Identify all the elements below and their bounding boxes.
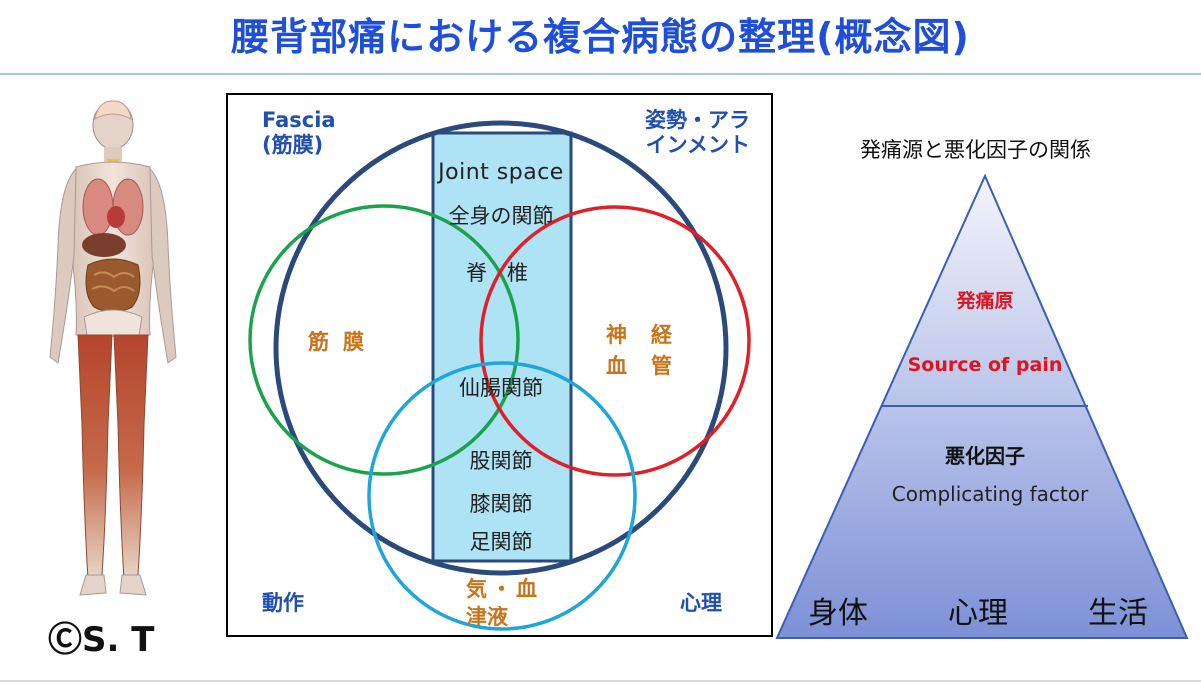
base-label-body: 身体: [808, 596, 868, 631]
joint-column: [431, 131, 573, 563]
posture-label-line2: インメント: [645, 133, 750, 157]
venn-diagram: [248, 120, 751, 631]
anatomy-figure-illustration: [49, 100, 177, 596]
posture-alignment-label: 姿勢・アラ インメント: [624, 108, 750, 158]
body-fluids-label: 津液: [466, 605, 508, 629]
base-label-lifestyle: 生活: [1088, 596, 1148, 631]
qi-blood-fluid-circle: [367, 361, 637, 631]
right-foot: [119, 574, 147, 596]
joint-space-label: Joint space: [438, 160, 564, 185]
left-leg: [77, 334, 113, 580]
intestines: [85, 258, 141, 313]
fascia-corner-line1: Fascia: [262, 108, 336, 132]
posture-label-line1: 姿勢・アラ: [645, 108, 750, 132]
pain-source-label-jp: 発痛原: [956, 290, 1014, 312]
hip-joint-label: 股関節: [469, 449, 533, 473]
motion-label: 動作: [262, 591, 304, 615]
page-title: 腰背部痛における複合病態の整理(概念図): [231, 15, 970, 59]
fascia-circle-label: 筋膜: [308, 330, 378, 354]
qi-blood-label: 気・血: [466, 577, 541, 601]
brain: [94, 100, 132, 120]
left-lung: [82, 178, 114, 236]
left-arm: [49, 167, 77, 364]
title-divider: [0, 73, 1201, 75]
base-label-psychology: 心理: [948, 596, 1008, 631]
blood-vessel-label: 血管: [606, 354, 696, 378]
knee-joint-label: 膝関節: [469, 492, 533, 516]
copyright-credit: ⒸS. T: [48, 620, 155, 660]
pain-source-label-en: Source of pain: [907, 354, 1063, 376]
complicating-factor-label-jp: 悪化因子: [945, 444, 1025, 468]
intestine-coils: [91, 271, 135, 293]
right-arm: [149, 167, 177, 364]
pyramid-caption: 発痛源と悪化因子の関係: [860, 138, 1091, 162]
nerve-vessel-circle: [479, 205, 751, 477]
bottom-divider: [0, 680, 1201, 682]
venn-diagram-frame: [226, 93, 773, 637]
psychology-corner-label: 心理: [680, 591, 722, 615]
nerve-label: 神経: [606, 323, 696, 347]
fascia-corner-label: Fascia (筋膜): [262, 108, 336, 158]
complicating-factor-label-en: Complicating factor: [891, 482, 1089, 506]
sacroiliac-joint-label: 仙腸関節: [459, 376, 543, 400]
outer-circle: [273, 120, 729, 576]
ankle-joint-label: 足関節: [469, 530, 533, 554]
fascia-corner-line2: (筋膜): [262, 133, 324, 157]
fascia-circle: [248, 204, 520, 476]
pain-source-pyramid: [775, 173, 1189, 639]
left-foot: [79, 574, 107, 596]
spine-label: 脊椎: [466, 261, 548, 285]
whole-body-joints-label: 全身の関節: [448, 204, 554, 228]
heart: [107, 206, 125, 228]
right-leg: [113, 334, 149, 580]
liver: [82, 233, 126, 257]
